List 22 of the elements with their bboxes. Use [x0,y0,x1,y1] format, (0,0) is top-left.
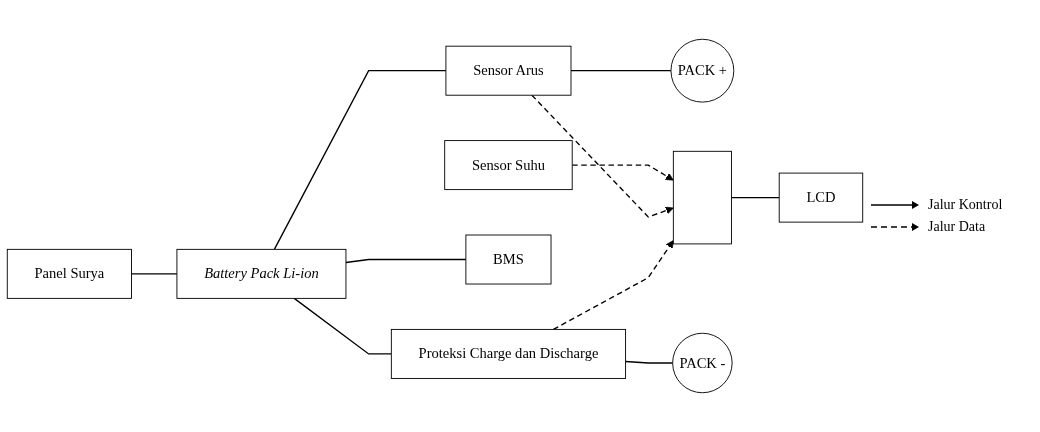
arrow [531,94,674,218]
legend-text: Jalur Kontrol [928,197,1003,213]
node-box: Proteksi Charge dan Discharge [390,328,627,379]
node-circle: PACK + [670,38,735,103]
connector [273,70,447,250]
legend-text: Jalur Data [928,219,986,235]
node-box: Battery Pack Li-ion [176,248,347,299]
node-box: BMS [465,234,552,285]
connector [624,360,674,364]
arrow [552,240,674,331]
connector [570,70,672,72]
connector [293,297,392,355]
node-box [672,150,732,245]
node-box: LCD [778,172,864,223]
node-circle: PACK - [672,332,733,394]
connector [345,258,467,264]
node-box: Sensor Arus [445,45,572,96]
connector [730,196,780,199]
connector [130,273,178,275]
node-box: Sensor Suhu [444,140,573,191]
node-box: Panel Surya [6,248,132,299]
arrow [571,164,674,181]
